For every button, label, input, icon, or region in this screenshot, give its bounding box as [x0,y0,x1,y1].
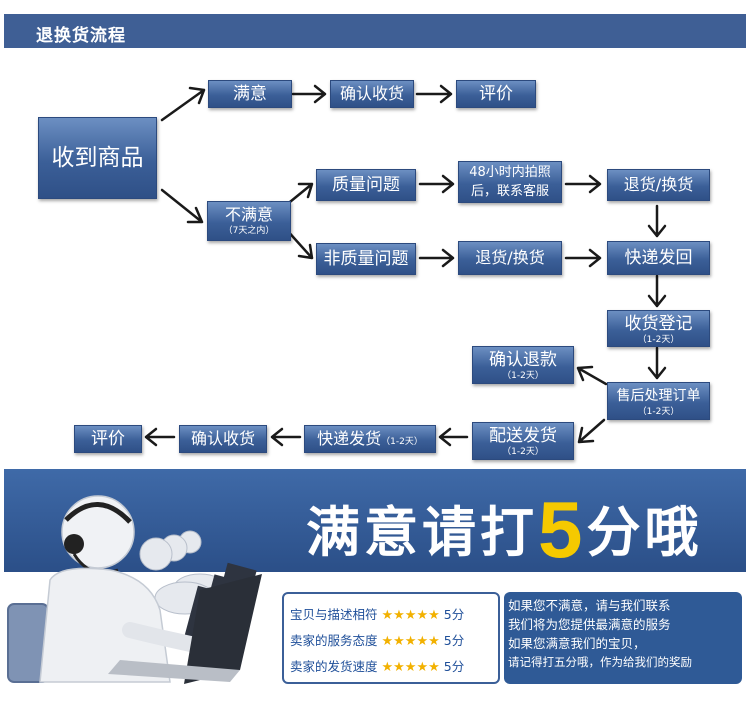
arrow-left-2 [270,427,302,447]
rating-label: 卖家的发货速度 [290,659,378,674]
arrow-right-5 [418,248,455,268]
star-icon: ★★★★★ [381,634,440,649]
express-ship-note: （1-2天） [381,437,423,447]
express-ship-box: 快递发货（1-2天） [304,425,436,453]
return-exchange-right-box: 退货/换货 [607,169,710,201]
message-line: 请记得打五分哦，作为给我们的奖励 [508,655,692,669]
arrow-right-6 [564,248,602,268]
rating-row: 卖家的发货速度 ★★★★★ 5分 [290,656,464,675]
arrow-down-1 [647,204,667,238]
receipt-register-box: 收货登记 （1-2天） [607,310,710,347]
arrow-down-right [160,188,204,224]
contact-service-box: 48小时内拍照 后，联系客服 [458,161,562,203]
arrow-up-right [160,86,206,122]
rating-score: 5分 [443,659,465,674]
flow-arrows [144,84,667,447]
star-icon: ★★★★★ [381,660,440,675]
section-title: 退换货流程 [36,26,126,46]
arrow-right-3 [418,174,455,194]
review-top-box: 评价 [456,80,536,108]
message-line: 如果您不满意，请与我们联系 [508,598,671,613]
arrow-right-4 [564,174,602,194]
rating-label: 宝贝与描述相符 [290,607,378,622]
received-goods-box: 收到商品 [38,117,157,199]
banner-main-text: 满意请打 [306,501,538,564]
star-icon: ★★★★★ [381,608,440,623]
non-quality-issue-box: 非质量问题 [316,243,416,275]
banner-suffix: 分哦 [586,501,703,564]
arrow-down-2 [647,274,667,308]
rating-score: 5分 [443,633,465,648]
arrow-up-left [576,365,608,386]
unsatisfied-box: 不满意 （7天之内） [207,201,291,241]
confirm-refund-box: 确认退款 （1-2天） [472,346,574,384]
rating-label: 卖家的服务态度 [290,633,378,648]
arrow-right-2 [415,84,453,104]
arrow-left-3 [144,427,176,447]
section-header: 退换货流程 [4,14,746,48]
express-return-box: 快递发回 [607,241,710,275]
message-line: 我们将为您提供最满意的服务 [508,617,671,632]
confirm-receipt-top-box: 确认收货 [330,80,414,108]
customer-service-illustration [7,495,262,684]
banner-number: 5 [538,485,587,574]
review-bottom-box: 评价 [74,425,142,453]
rating-row: 卖家的服务态度 ★★★★★ 5分 [290,630,464,649]
arrow-right-1 [291,84,327,104]
message-line: 如果您满意我们的宝贝， [508,636,646,651]
confirm-receipt-bottom-box: 确认收货 [179,425,267,453]
express-ship-label: 快递发货 [317,429,382,448]
arrow-down-3 [647,346,667,380]
arrow-down-left [577,418,606,444]
ratings-panel: 宝贝与描述相符 ★★★★★ 5分 卖家的服务态度 ★★★★★ 5分 卖家的发货速… [282,592,500,684]
after-sales-order-box: 售后处理订单 （1-2天） [607,382,710,420]
quality-issue-box: 质量问题 [316,169,416,201]
return-exchange-mid-box: 退货/换货 [458,241,562,275]
banner-text: 满意请打5分哦 [306,478,703,574]
contact-message-panel: 如果您不满意，请与我们联系 我们将为您提供最满意的服务 如果您满意我们的宝贝， … [504,592,742,684]
rating-row: 宝贝与描述相符 ★★★★★ 5分 [290,604,464,623]
rating-score: 5分 [443,607,465,622]
satisfied-box: 满意 [208,80,292,108]
arrow-left-1 [438,427,469,447]
redeliver-box: 配送发货 （1-2天） [472,422,574,460]
